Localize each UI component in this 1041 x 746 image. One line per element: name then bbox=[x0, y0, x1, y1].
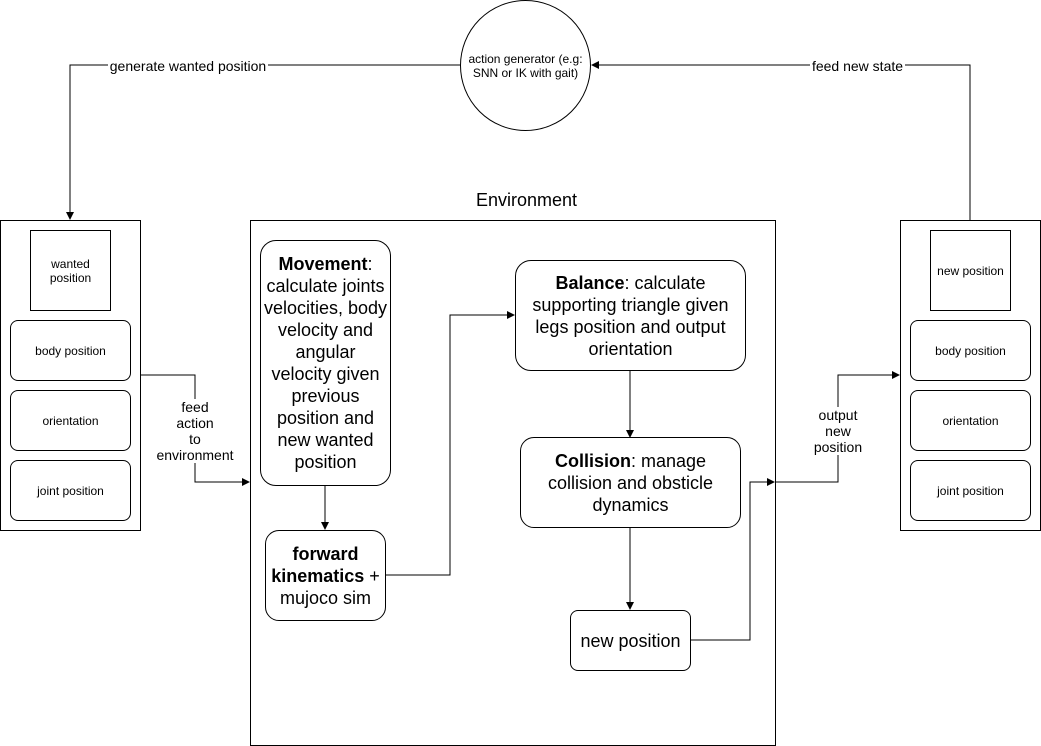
action-generator-node: action generator (e.g: SNN or IK with ga… bbox=[460, 0, 591, 131]
new-joint-position: joint position bbox=[910, 460, 1031, 521]
arrow-state-to-generator bbox=[591, 61, 971, 220]
wanted-body-position: body position bbox=[10, 320, 131, 381]
edge-label-output-position: output new position bbox=[807, 407, 869, 455]
forward-kinematics-node: forward kinematics + mujoco sim bbox=[265, 530, 386, 621]
edge-label-feed-action: feed action to environment bbox=[152, 399, 238, 463]
edge-label-generate: generate wanted position bbox=[108, 58, 268, 74]
arrow-kinematics-to-balance bbox=[385, 311, 515, 576]
wanted-joint-position: joint position bbox=[10, 460, 131, 521]
edge-label-feed-state: feed new state bbox=[810, 58, 905, 74]
action-generator-label: action generator (e.g: SNN or IK with ga… bbox=[468, 51, 583, 80]
new-position-header: new position bbox=[930, 230, 1011, 311]
arrow-generator-to-wanted bbox=[66, 64, 460, 220]
arrow-newpos-to-boundary bbox=[690, 478, 775, 641]
environment-title: Environment bbox=[476, 190, 578, 210]
new-position-node: new position bbox=[570, 610, 691, 671]
new-body-position: body position bbox=[910, 320, 1031, 381]
balance-node: Balance: calculate supporting triangle g… bbox=[515, 260, 746, 371]
collision-node: Collision: manage collision and obsticle… bbox=[520, 437, 741, 528]
wanted-orientation: orientation bbox=[10, 390, 131, 451]
movement-node: Movement: calculate joints velocities, b… bbox=[260, 240, 391, 486]
wanted-position-header: wanted position bbox=[30, 230, 111, 311]
new-orientation: orientation bbox=[910, 390, 1031, 451]
